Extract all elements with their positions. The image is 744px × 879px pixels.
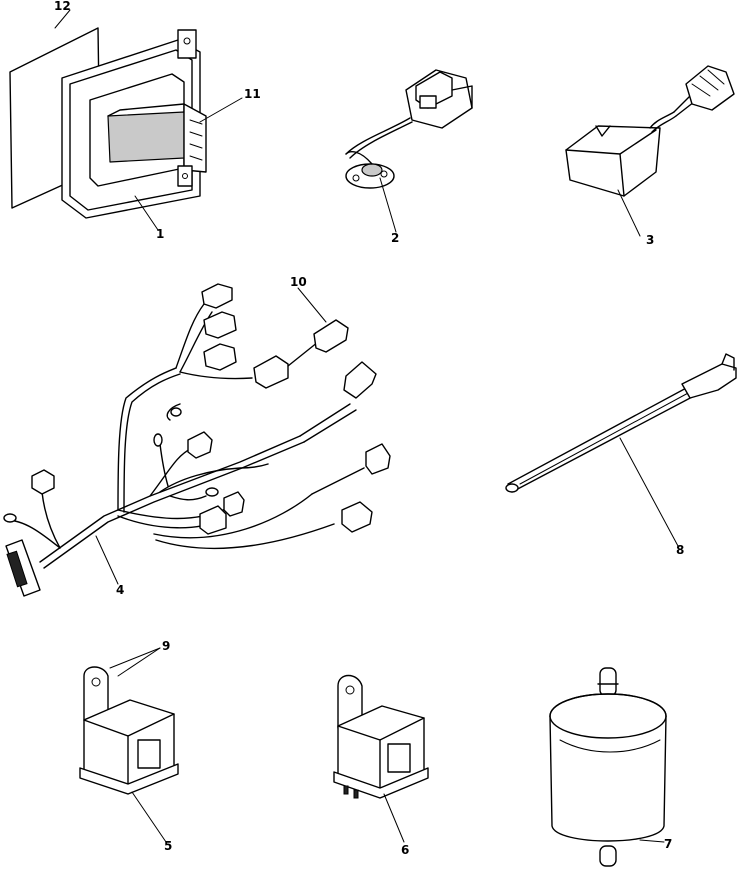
part-3-control-box: [565, 65, 735, 237]
callout-4: 4: [116, 583, 125, 597]
callout-12: 12: [54, 0, 71, 13]
part-8-cable-tie: [505, 353, 737, 547]
part-6-relay: [333, 674, 429, 843]
callout-6: 6: [401, 843, 410, 857]
callout-2: 2: [391, 231, 400, 245]
callout-10: 10: [290, 275, 307, 289]
callout-8: 8: [676, 543, 685, 557]
callout-5: 5: [164, 839, 173, 853]
part-7-fuel-filter: [549, 667, 667, 867]
leader-9: [109, 647, 161, 669]
callout-11: 11: [244, 87, 261, 101]
callout-3: 3: [646, 233, 655, 247]
part-1-control-unit: [61, 29, 243, 231]
callout-1: 1: [156, 227, 165, 241]
part-5-relay: [79, 647, 179, 843]
callout-7: 7: [664, 837, 673, 851]
part-2-sensor: [345, 69, 473, 233]
callout-9: 9: [162, 639, 171, 653]
part-4-wiring-harness: [3, 283, 391, 597]
